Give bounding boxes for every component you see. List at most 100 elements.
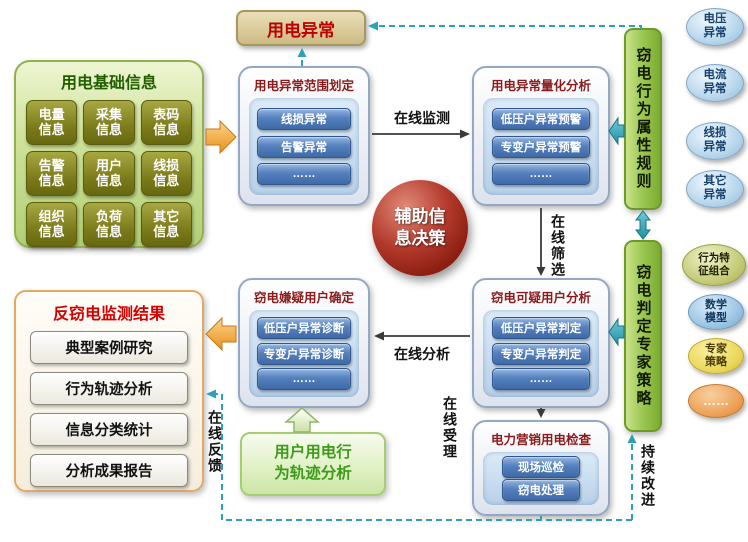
results-item: 行为轨迹分析 [30,372,188,405]
bubble-behavior-feature-combo: 行为特征组合 [682,244,746,286]
card-panel: 现场巡检 窃电处理 [483,452,599,505]
card-panel: 线损异常 告警异常 …… [249,98,359,195]
arrowhead [536,267,546,276]
card-abnormal-quantitative-analysis: 用电异常量化分析 低压户异常预警 专变户异常预警 …… [472,66,610,206]
base-info-item: 电量信息 [26,100,78,145]
results-item: 信息分类统计 [30,413,188,446]
dashed-arrowhead [627,434,637,443]
block-arrow-rules-to-quant [608,116,625,146]
label-online-monitoring: 在线监测 [394,110,450,126]
arrowhead [374,331,384,341]
base-info-panel: 用电基础信息 电量信息 采集信息 表码信息 告警信息 用户信息 线损信息 组织信… [14,60,204,248]
label-online-analysis: 在线分析 [394,346,450,362]
abnormal-usage-badge: 用电异常 [236,10,366,46]
card-item: 告警异常 [257,135,351,158]
dashed-arrowhead [368,21,378,31]
bubble-math-model: 数学模型 [688,294,744,330]
expert-strategy-bar: 窃电判定专家策略 [624,240,662,432]
card-item: 低压户异常诊断 [257,317,351,340]
results-item: 典型案例研究 [30,331,188,364]
base-info-item-label: 采集信息 [95,106,122,137]
card-title: 窃电可疑用户分析 [490,291,591,305]
base-info-title: 用电基础信息 [60,75,157,92]
base-info-item: 采集信息 [83,100,135,145]
label-online-feedback: 在线反馈 [207,410,223,474]
card-suspect-user-analysis: 窃电可疑用户分析 低压户异常判定 专变户异常判定 …… [472,278,610,408]
base-info-grid: 电量信息 采集信息 表码信息 告警信息 用户信息 线损信息 组织信息 负荷信息 … [16,93,202,247]
card-item: 低压户异常预警 [491,107,591,130]
bubble-line-loss-abnormal: 线损异常 [686,122,744,160]
card-title: 电力营销用电检查 [490,433,591,447]
rules-bar: 窃电行为属性规则 [624,28,662,210]
base-info-item: 表码信息 [140,100,192,145]
block-arrow-bars-link [634,210,652,240]
card-item: 专变户异常判定 [491,342,591,365]
card-suspect-user-confirm: 窃电嫌疑用户确定 低压户异常诊断 专变户异常诊断 …… [238,278,370,408]
card-title: 用电异常量化分析 [490,79,591,93]
bubble-ellipsis: …… [688,384,744,418]
bubble-label: 其它异常 [703,175,727,201]
base-info-item: 用户信息 [83,151,135,196]
card-item: 现场巡检 [501,456,581,479]
expert-strategy-bar-title: 窃电判定专家策略 [634,264,652,408]
card-item: …… [491,163,591,186]
base-info-item-label: 其它信息 [153,208,180,239]
card-title: 窃电嫌疑用户确定 [253,291,354,305]
behavior-trajectory-box: 用户用电行为轨迹分析 [240,432,386,496]
label-continuous-improvement: 持续改进 [640,444,656,508]
card-panel: 低压户异常判定 专变户异常判定 …… [483,310,599,397]
base-info-item-label: 用户信息 [95,157,122,188]
card-panel: 低压户异常预警 专变户异常预警 …… [483,98,599,195]
bubble-expert-strategy: 专家策略 [688,338,744,374]
card-item: 窃电处理 [501,478,581,501]
base-info-item: 其它信息 [140,202,192,247]
dashed-rules-to-badge [377,25,642,30]
block-arrow-trajectory-to-confirm [284,407,320,433]
block-arrow-expert-to-analysis [608,317,625,347]
card-item: 专变户异常预警 [491,135,591,158]
base-info-item-label: 组织信息 [38,208,65,239]
base-info-item: 告警信息 [26,151,78,196]
bubble-label: …… [703,393,729,409]
bubble-label: 电压异常 [703,13,727,39]
dashed-arrowhead [297,48,307,57]
base-info-item: 线损信息 [140,151,192,196]
base-info-item-label: 电量信息 [38,106,65,137]
bubble-label: 专家策略 [705,342,727,368]
sphere-label: 辅助信息决策 [394,206,446,248]
base-info-item-label: 负荷信息 [95,208,122,239]
bubble-other-abnormal: 其它异常 [686,170,744,208]
bubble-voltage-abnormal: 电压异常 [686,8,744,46]
anti-theft-results-panel: 反窃电监测结果 典型案例研究 行为轨迹分析 信息分类统计 分析成果报告 [14,290,204,492]
bubble-label: 数学模型 [705,298,727,324]
card-abnormal-scope: 用电异常范围划定 线损异常 告警异常 …… [238,66,370,206]
arrowhead [536,409,546,418]
card-item: 低压户异常判定 [491,317,591,340]
results-item: 分析成果报告 [30,454,188,487]
bubble-label: 线损异常 [703,127,727,153]
card-item: 线损异常 [257,107,351,130]
trajectory-label: 用户用电行为轨迹分析 [274,444,352,482]
bubble-current-abnormal: 电流异常 [686,64,744,102]
label-online-acceptance: 在线受理 [442,396,458,460]
base-info-item-label: 告警信息 [38,157,65,188]
base-info-item: 组织信息 [26,202,78,247]
label-online-screening: 在线筛选 [550,214,566,278]
card-panel: 低压户异常诊断 专变户异常诊断 …… [249,310,359,397]
block-arrow-confirm-to-results [205,316,237,352]
card-title: 用电异常范围划定 [253,79,354,93]
base-info-item: 负荷信息 [83,202,135,247]
arrowhead [460,129,470,139]
dashed-arrowhead [206,389,216,399]
card-item: …… [491,367,591,390]
card-item: 专变户异常诊断 [257,342,351,365]
bubble-label: 电流异常 [703,69,727,95]
card-item: …… [257,163,351,186]
results-title: 反窃电监测结果 [52,306,165,323]
results-list: 典型案例研究 行为轨迹分析 信息分类统计 分析成果报告 [16,331,202,487]
auxiliary-decision-sphere: 辅助信息决策 [372,180,468,276]
card-item: …… [257,367,351,390]
rules-bar-title: 窃电行为属性规则 [634,47,652,191]
base-info-item-label: 线损信息 [153,157,180,188]
